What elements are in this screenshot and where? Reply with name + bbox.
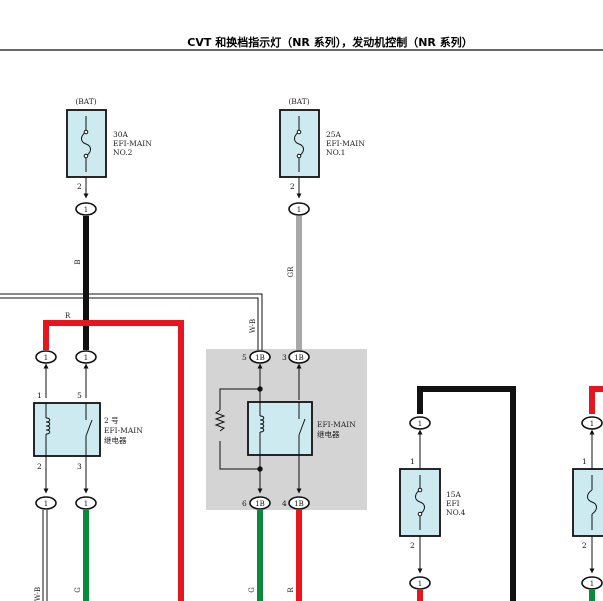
fuse-far-right-pin-bottom: 2 [582, 541, 587, 550]
relay-main-label2: 继电器 [317, 429, 340, 439]
relay2-label1: 2 号 [104, 416, 119, 425]
fuse-mid-connector-label: 1 [297, 206, 301, 214]
relay-main-conn-bottom-right-label: 1B [294, 500, 304, 508]
fuse-mid-connector [288, 202, 310, 216]
fuse-far-right-pin-top: 1 [582, 457, 587, 466]
relay2-pin3: 3 [77, 462, 82, 471]
fuse-far-right-conn-bottom-label: 1 [590, 580, 594, 588]
relay2-conn-bottom-right [75, 496, 97, 510]
wire-g-left-label: G [74, 587, 82, 593]
relay2-conn-top-right-label: 1 [84, 354, 88, 362]
relay2-conn-bottom-left [35, 496, 57, 510]
fuse-efi4-pin-top: 1 [410, 457, 415, 466]
fuse-mid-amp: 25A [326, 130, 342, 139]
wire-wb-label: W-B [249, 319, 257, 333]
fuse-efi4-conn-bottom [409, 576, 431, 590]
relay2-conn-top-left-label: 1 [44, 354, 48, 362]
relay2-conn-top-right [75, 350, 97, 364]
fuse-left-connector-label: 1 [84, 206, 88, 214]
relay2-coil-icon [45, 403, 51, 456]
wire-wb-top [0, 293, 263, 350]
relay2-label3: 继电器 [104, 435, 127, 445]
relay2-box [33, 402, 101, 457]
wire-r-label: R [65, 312, 71, 320]
wire-r-far-right [589, 386, 603, 414]
relay2-label2: EFI-MAIN [104, 426, 143, 435]
fuse-efi4-amp: 15A [446, 490, 462, 499]
fuse-efi4-element [415, 475, 425, 530]
fuse-far-right-conn-top-label: 1 [590, 420, 594, 428]
relay-main-coil-icon [259, 389, 265, 469]
fuse-left-connector [75, 202, 97, 216]
fuse-mid-name2: NO.1 [326, 148, 345, 157]
wire-g-mid-label: G [248, 587, 256, 593]
fuse-left-element [81, 116, 91, 172]
relay-main-pin4: 4 [282, 499, 287, 508]
wire-b-right [417, 386, 516, 601]
relay2-switch-icon [85, 403, 93, 456]
fuse-efi4-conn-top [409, 416, 431, 430]
relay-main-conn-bottom-right [288, 496, 310, 510]
relay2-conn-top-left [35, 350, 57, 364]
relay2-conn-bottom-left-label: 1 [44, 500, 48, 508]
fuse-efi4-conn-top-label: 1 [418, 420, 422, 428]
relay2-pin2: 2 [37, 462, 42, 471]
fuse-efi4-conn-bottom-label: 1 [418, 580, 422, 588]
wire-wb-left [42, 510, 48, 601]
fuse-mid-name1: EFI-MAIN [326, 139, 365, 148]
fuse-mid-pin: 2 [290, 182, 295, 191]
fuse-far-right-box [572, 468, 603, 537]
fuse-left-amp: 30A [113, 130, 129, 139]
relay-main-conn-top-right-label: 1B [294, 354, 304, 362]
wire-wb-left-label: W-B [34, 587, 42, 601]
relay-main-switch-icon [298, 402, 306, 455]
wire-r-mid-label: R [287, 587, 295, 593]
fuse-left-name2: NO.2 [113, 148, 133, 157]
fuse-far-right-element [587, 475, 597, 530]
relay-main-conn-bottom-left [249, 496, 271, 510]
relay-main-conn-top-left [249, 350, 271, 364]
page-title: CVT 和换档指示灯（NR 系列），发动机控制（NR 系列） [187, 35, 472, 49]
fuse-left-pin: 2 [77, 182, 82, 191]
fuse-efi4-name1: EFI [446, 499, 460, 508]
relay2-conn-bottom-right-label: 1 [84, 500, 88, 508]
wire-gr-label: GR [287, 266, 295, 278]
relay2-pin5: 5 [77, 391, 82, 400]
fuse-mid-element [294, 116, 304, 172]
relay-main-conn-top-right [288, 350, 310, 364]
fuse-left-supply: (BAT) [75, 97, 96, 106]
wire-b-label: B [74, 259, 82, 264]
fuse-left-name1: EFI-MAIN [113, 139, 152, 148]
relay-main-conn-top-left-label: 1B [255, 354, 265, 362]
fuse-efi4-pin-bottom: 2 [410, 541, 415, 550]
relay-main-conn-bottom-left-label: 1B [255, 500, 265, 508]
relay-main-pin5: 5 [242, 353, 247, 362]
wire-r-top [43, 320, 184, 601]
fuse-far-right-conn-bottom [581, 576, 603, 590]
relay-main-pin6: 6 [242, 499, 247, 508]
fuse-far-right-conn-top [581, 416, 603, 430]
relay2-pin1: 1 [37, 391, 42, 400]
fuse-efi4-name2: NO.4 [446, 508, 466, 517]
relay-main-label1: EFI-MAIN [317, 420, 356, 429]
fuse-mid-supply: (BAT) [288, 97, 309, 106]
relay-main-pin3: 3 [282, 353, 287, 362]
relay-main-box [247, 401, 313, 456]
